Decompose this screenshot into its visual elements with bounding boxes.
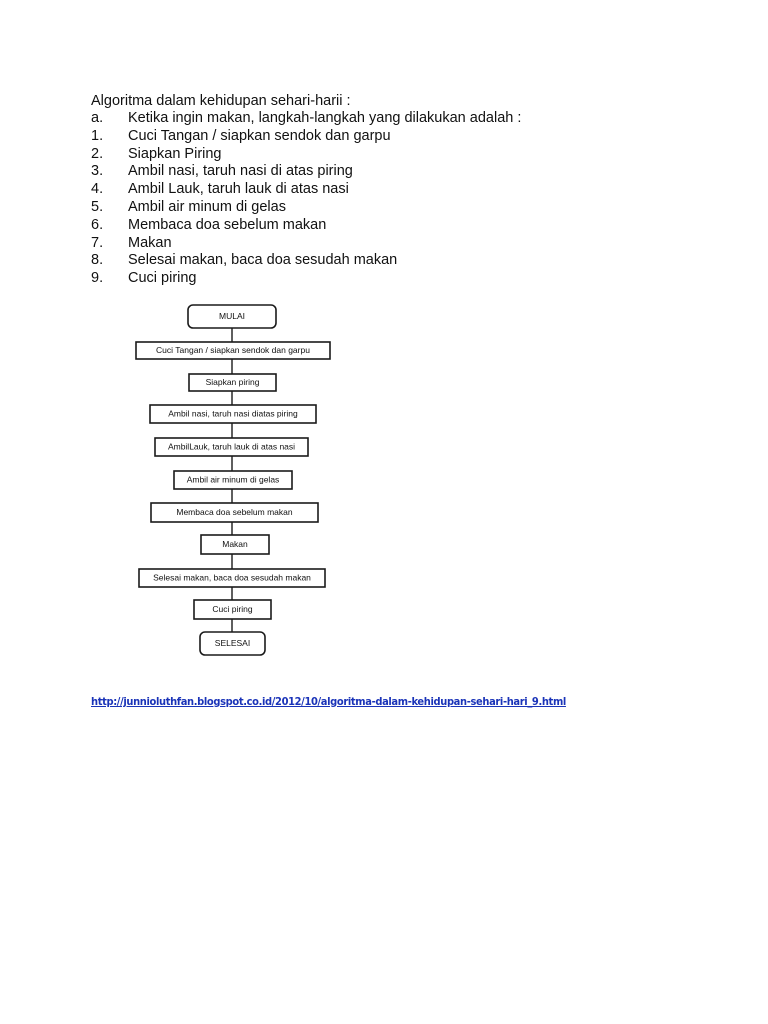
flow-node-process: Ambil air minum di gelas (173, 470, 293, 490)
process-shape (149, 404, 317, 424)
step-number: 9. (91, 270, 104, 287)
terminal-shape (199, 631, 266, 656)
step-text: Ambil nasi, taruh nasi di atas piring (128, 163, 353, 180)
step-text: Ambil Lauk, taruh lauk di atas nasi (128, 181, 349, 198)
flow-node-label: Makan (222, 539, 248, 549)
step-item: 2. Siapkan Piring (91, 146, 521, 164)
step-item: 6. Membaca doa sebelum makan (91, 217, 521, 235)
process-shape (193, 599, 272, 620)
process-shape (138, 568, 326, 588)
step-text: Siapkan Piring (128, 145, 222, 162)
step-number: a. (91, 110, 104, 126)
step-number: 4. (91, 181, 104, 198)
step-text: Cuci piring (128, 270, 197, 287)
flow-node-process: Makan (200, 534, 270, 555)
flow-node-start: MULAI (187, 304, 277, 329)
steps-list: a. Ketika ingin makan, langkah-langkah ya… (91, 110, 521, 288)
step-text: Selesai makan, baca doa sesudah makan (128, 252, 398, 269)
step-text: Cuci Tangan / siapkan sendok dan garpu (128, 127, 391, 144)
flow-node-process: Siapkan piring (188, 373, 277, 392)
process-shape (135, 341, 331, 360)
step-item: 7. Makan (91, 235, 521, 253)
step-number: 8. (91, 252, 104, 269)
flow-node-process: Selesai makan, baca doa sesudah makan (138, 568, 326, 588)
process-shape (150, 502, 319, 523)
source-link[interactable]: http://junnioluthfan.blogspot.co.id/2012… (91, 695, 566, 708)
flow-node-label: Ambil air minum di gelas (187, 474, 280, 484)
step-item: a. Ketika ingin makan, langkah-langkah ya… (91, 110, 521, 128)
flow-node-label: MULAI (219, 311, 245, 321)
step-number: 2. (91, 145, 104, 162)
step-text: Membaca doa sebelum makan (128, 216, 327, 233)
step-item: 5. Ambil air minum di gelas (91, 199, 521, 217)
process-shape (200, 534, 270, 555)
flow-node-label: Selesai makan, baca doa sesudah makan (153, 572, 311, 582)
step-item: 4. Ambil Lauk, taruh lauk di atas nasi (91, 181, 521, 199)
step-number: 5. (91, 198, 104, 215)
process-shape (173, 470, 293, 490)
flow-node-label: Siapkan piring (206, 377, 260, 387)
flow-node-process: Cuci Tangan / siapkan sendok dan garpu (135, 341, 331, 360)
step-number: 6. (91, 216, 104, 233)
flow-node-label: Cuci piring (212, 604, 252, 614)
step-number: 1. (91, 127, 104, 144)
process-shape (188, 373, 277, 392)
step-number: 7. (91, 234, 104, 251)
flow-node-process: Cuci piring (193, 599, 272, 620)
step-item: 3. Ambil nasi, taruh nasi di atas piring (91, 163, 521, 181)
terminal-shape (187, 304, 277, 329)
flow-node-label: Membaca doa sebelum makan (176, 507, 293, 517)
step-text: Ketika ingin makan, langkah-langkah yang… (128, 110, 522, 126)
step-item: 9. Cuci piring (91, 270, 521, 288)
flow-node-label: SELESAI (215, 638, 250, 648)
flow-node-end: SELESAI (199, 631, 266, 656)
flow-node-label: AmbilLauk, taruh lauk di atas nasi (168, 441, 295, 451)
step-item: 8. Selesai makan, baca doa sesudah makan (91, 252, 521, 270)
step-text: Ambil air minum di gelas (128, 198, 286, 215)
flow-node-label: Cuci Tangan / siapkan sendok dan garpu (156, 345, 310, 355)
flow-node-process: AmbilLauk, taruh lauk di atas nasi (154, 437, 309, 457)
document-title: Algoritma dalam kehidupan sehari-harii : (91, 93, 351, 109)
step-item: 1. Cuci Tangan / siapkan sendok dan garpu (91, 128, 521, 146)
step-number: 3. (91, 163, 104, 180)
process-shape (154, 437, 309, 457)
flow-node-process: Ambil nasi, taruh nasi diatas piring (149, 404, 317, 424)
flow-node-process: Membaca doa sebelum makan (150, 502, 319, 523)
flow-node-label: Ambil nasi, taruh nasi diatas piring (168, 408, 298, 418)
step-text: Makan (128, 234, 172, 251)
